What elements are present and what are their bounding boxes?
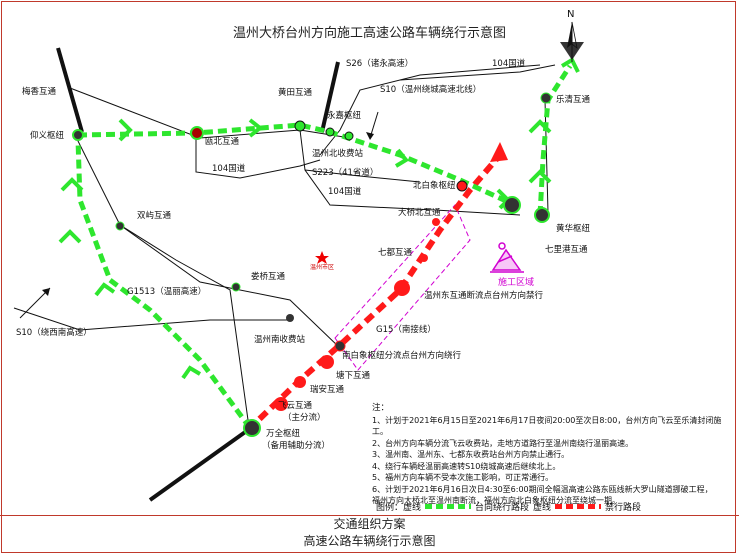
label-feiyun-sub: （主分流） — [283, 412, 326, 423]
label-s26: S26（诸永高速） — [346, 58, 413, 69]
note-item: 2、台州方向车辆分流飞云收费站，走地方道路行至温州南绕行温丽高速。 — [372, 438, 634, 448]
s10w-arrowhead — [42, 288, 50, 296]
banned-route-arrow — [490, 142, 508, 162]
node-north-toll — [344, 131, 354, 141]
note-item: 3、温州南、温州东、七都东收费站台州方向禁止通行。 — [372, 450, 570, 459]
node-huangtian — [294, 120, 306, 132]
legend-banned-swatch — [555, 504, 602, 509]
label-ruian: 瑞安互通 — [310, 384, 345, 395]
north-label: N — [567, 9, 574, 20]
legend-detour-swatch — [425, 504, 472, 509]
node-wanquan — [243, 419, 261, 437]
map-title: 温州大桥台州方向施工高速公路车辆绕行示意图 — [232, 26, 506, 41]
label-wanquan-sub: （备用辅助分流） — [262, 440, 330, 451]
node-yongjia — [325, 127, 335, 137]
label-feiyun: 飞云互通 — [278, 400, 313, 411]
label-g1513: G1513（温丽高速） — [127, 286, 206, 297]
road-network — [13, 47, 556, 502]
label-north-toll: 温州北收费站 — [312, 148, 364, 159]
label-yangyi: 仰义枢纽 — [30, 130, 65, 141]
node-qilitang — [503, 196, 521, 214]
notes-heading: 注： — [372, 403, 390, 413]
footer-line2: 高速公路车辆绕行示意图 — [303, 534, 436, 548]
label-g104-mid: 104国道 — [212, 163, 246, 174]
label-s223: S223（41省道） — [312, 167, 378, 178]
label-g15: G15（南接线） — [376, 324, 436, 335]
nodes — [72, 92, 552, 437]
legend-detour-label: 台向绕行路段 — [475, 503, 530, 513]
footer-line1: 交通组织方案 — [333, 517, 406, 531]
note-item: 4、绕行车辆经温丽高速转S10绕城高速后继续北上。 — [372, 461, 561, 471]
node-yangyi — [72, 129, 84, 141]
label-huangtian: 黄田互通 — [278, 87, 313, 98]
note-item: 福州方向大桥北至温州南断流，福州方向北白象枢纽分流至绕城一期。 — [372, 496, 620, 505]
note-item: 1、计划于2021年6月15日至2021年6月17日夜间20:00至次日8:00… — [372, 415, 722, 437]
label-beibaixiang: 北白象枢纽 — [413, 180, 456, 191]
label-s10n: S10（温州绕城高速北线） — [380, 84, 481, 95]
label-qilitang: 七里港互通 — [545, 244, 588, 255]
label-g104-top: 104国道 — [492, 58, 526, 69]
label-g104-left: 104国道 — [328, 186, 362, 197]
note-item: 5、福州方向车辆不受本次施工影响，可正常通行。 — [372, 473, 554, 482]
expressway-south — [148, 428, 250, 502]
label-shuangyu: 双屿互通 — [137, 210, 172, 221]
node-nanbaixiang — [334, 340, 346, 352]
label-wenzhou-east: 温州东互通断流点台州方向禁行 — [424, 290, 544, 301]
node-tangxia — [320, 355, 334, 369]
north-compass-icon — [560, 21, 584, 62]
label-nanbaixiang: 南白象枢纽分流点台州方向绕行 — [342, 350, 462, 361]
label-leqing: 乐清互通 — [556, 94, 591, 105]
node-daqiao-north — [432, 218, 440, 226]
s26-expressway — [320, 61, 340, 133]
node-huanghua — [534, 207, 550, 223]
legend: 图例：虚线 台向绕行路段 虚线 禁行路段 — [376, 500, 641, 513]
label-ouhou: 瓯北互通 — [205, 136, 240, 147]
node-wenzhou-east — [394, 280, 410, 296]
label-yongjia: 永嘉枢纽 — [327, 110, 362, 121]
city-star-icon — [315, 251, 329, 264]
construction-zone-box — [334, 204, 471, 371]
notes-panel: 注： 1、计划于2021年6月15日至2021年6月17日夜间20:00至次日8… — [372, 403, 736, 507]
node-south-toll — [286, 314, 294, 322]
label-s10w: S10（绕西南高速） — [16, 327, 92, 338]
node-ruian — [294, 376, 306, 388]
node-qidu — [420, 254, 428, 262]
label-daqiao-north: 大桥北互通 — [398, 207, 441, 218]
node-shuangyu — [115, 221, 125, 231]
node-beibaixiang — [456, 180, 468, 192]
legend-prefix: 图例：虚线 — [376, 503, 422, 513]
legend-mid: 虚线 — [533, 503, 552, 513]
node-leqing — [540, 92, 552, 104]
label-wanquan: 万全枢纽 — [266, 428, 301, 439]
node-feiyun — [274, 397, 288, 411]
node-ouhou — [190, 126, 204, 140]
label-huanghua: 黄华枢纽 — [556, 223, 591, 234]
note-item: 6、计划于2021年6月16日次日4:30至6:00期间全幅温高速公路东瓯线新大… — [372, 484, 713, 494]
construction-zone-label: 施工区域 — [498, 276, 534, 288]
label-south-toll: 温州南收费站 — [254, 334, 306, 345]
node-louqiao — [231, 282, 241, 292]
place-labels: 梅香互通 仰义枢纽 瓯北互通 黄田互通 永嘉枢纽 S26（诸永高速） S10（温… — [16, 58, 591, 451]
label-louqiao: 娄桥互通 — [251, 271, 286, 282]
legend-banned-label: 禁行路段 — [605, 503, 642, 513]
label-qidu: 七都互通 — [378, 247, 413, 258]
s10n-arrowhead — [366, 132, 374, 140]
label-tangxia: 塘下互通 — [336, 370, 371, 381]
expressway-north-west — [56, 47, 84, 133]
label-meixiang: 梅香互通 — [22, 86, 57, 97]
city-label: 温州市区 — [310, 263, 334, 271]
construction-icon — [490, 242, 524, 273]
footer: 交通组织方案 高速公路车辆绕行示意图 — [0, 515, 739, 555]
